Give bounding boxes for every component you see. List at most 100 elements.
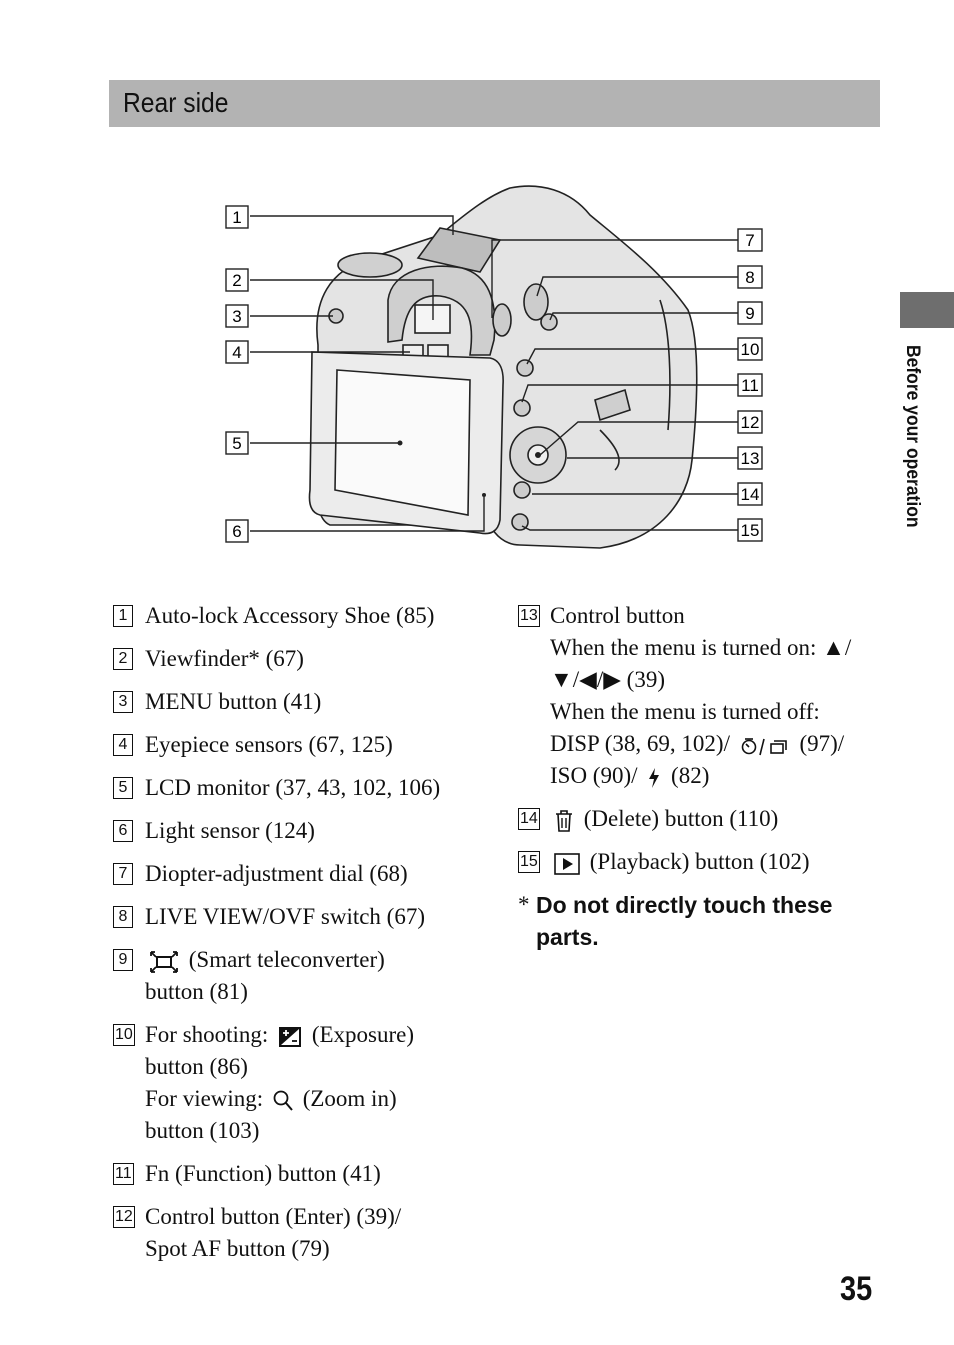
side-tab-label: Before your operation — [902, 345, 923, 528]
item-number: 1 — [113, 605, 133, 627]
list-item: 9 (Smart teleconverter) button (81) — [113, 944, 493, 1008]
footnote-asterisk: * — [518, 892, 530, 917]
flash-icon — [649, 767, 660, 788]
eyecup — [387, 265, 496, 356]
light-sensor-dot — [482, 493, 486, 497]
svg-text:14: 14 — [741, 485, 760, 504]
item-number: 8 — [113, 906, 133, 928]
svg-text:4: 4 — [232, 343, 241, 362]
section-title: Rear side — [123, 87, 229, 118]
diopter-dial — [492, 303, 512, 337]
item-text: Viewfinder* (67) — [145, 646, 304, 671]
callout-11: 11 — [737, 373, 763, 397]
list-item: 12 Control button (Enter) (39)/ Spot AF … — [113, 1201, 493, 1265]
item-text: LCD monitor (37, 43, 102, 106) — [145, 775, 441, 800]
item-number: 5 — [113, 777, 133, 799]
list-item: 6 Light sensor (124) — [113, 815, 493, 847]
item-number: 14 — [518, 808, 540, 830]
page-number: 35 — [840, 1270, 873, 1308]
section-header-bar: Rear side — [109, 80, 880, 127]
callout-14: 14 — [737, 482, 763, 506]
item-number: 15 — [518, 851, 540, 873]
svg-text:6: 6 — [232, 522, 241, 541]
list-item: 8 LIVE VIEW/OVF switch (67) — [113, 901, 493, 933]
svg-text:13: 13 — [741, 449, 760, 468]
item-text: Eyepiece sensors (67, 125) — [145, 732, 393, 757]
exposure-icon — [279, 1026, 302, 1047]
fn-button — [513, 399, 531, 417]
item-number: 11 — [113, 1163, 134, 1185]
list-item: 13 Control button When the menu is turne… — [518, 600, 888, 792]
item-text: (Zoom in) — [302, 1086, 397, 1111]
callout-12: 12 — [737, 410, 763, 434]
list-item: 10 For shooting: (Exposure) button (86) … — [113, 1019, 493, 1147]
footnote-text: Do not directly touch these parts. — [536, 892, 833, 950]
callout-2: 2 — [225, 268, 249, 292]
item-number: 3 — [113, 691, 133, 713]
svg-text:12: 12 — [741, 413, 760, 432]
parts-list-right: 13 Control button When the menu is turne… — [518, 600, 888, 953]
parts-list-left: 1 Auto-lock Accessory Shoe (85) 2 Viewfi… — [113, 600, 493, 1276]
item-number: 12 — [113, 1206, 135, 1228]
callout-5: 5 — [225, 431, 249, 455]
item-text: (Playback) button (102) — [589, 849, 810, 874]
playback-button — [511, 513, 529, 531]
playback-icon — [554, 852, 580, 875]
lcd-screen — [334, 369, 471, 516]
callout-1: 1 — [225, 205, 249, 229]
item-text: Fn (Function) button (41) — [145, 1161, 381, 1186]
item-text: (Exposure) — [311, 1022, 415, 1047]
list-item: 2 Viewfinder* (67) — [113, 643, 493, 675]
trash-icon — [556, 809, 572, 832]
item-text: Control button (Enter) (39)/ — [145, 1204, 402, 1229]
smart-teleconverter-icon — [150, 950, 178, 973]
item-text: LIVE VIEW/OVF switch (67) — [145, 904, 425, 929]
svg-text:5: 5 — [232, 434, 241, 453]
item-text: (Delete) button (110) — [583, 806, 779, 831]
callout-3: 3 — [225, 304, 249, 328]
smart-teleconverter-button — [540, 313, 558, 331]
item-text: (Smart teleconverter) — [188, 947, 385, 972]
item-number: 7 — [113, 863, 133, 885]
zoom-in-icon — [273, 1090, 293, 1111]
live-view-switch — [523, 283, 549, 321]
item-number: 9 — [113, 949, 133, 971]
side-tab-marker — [900, 292, 954, 328]
exposure-button — [516, 359, 534, 377]
list-item: 15 (Playback) button (102) — [518, 846, 888, 878]
item-text-line3: ▼/◀/▶ (39) — [550, 667, 665, 692]
item-text-line2: button (81) — [145, 979, 248, 1004]
callout-4: 4 — [225, 340, 249, 364]
item-text: ISO (90)/ — [550, 763, 638, 788]
svg-text:3: 3 — [232, 307, 241, 326]
footnote: * Do not directly touch these parts. — [518, 889, 888, 953]
drive-mode-icon — [741, 737, 787, 755]
item-text: (82) — [671, 763, 710, 788]
item-number: 10 — [113, 1024, 135, 1046]
list-item: 14 (Delete) button (110) — [518, 803, 888, 835]
item-number: 13 — [518, 605, 540, 627]
callout-6: 6 — [225, 519, 249, 543]
item-text: Auto-lock Accessory Shoe (85) — [145, 603, 435, 628]
svg-text:9: 9 — [745, 304, 754, 323]
item-number: 4 — [113, 734, 133, 756]
camera-rear-diagram: 1 2 3 4 5 6 7 8 9 10 11 12 13 14 15 — [225, 185, 763, 549]
item-text-line2: button (86) — [145, 1054, 248, 1079]
list-item: 7 Diopter-adjustment dial (68) — [113, 858, 493, 890]
item-text-line2: Spot AF button (79) — [145, 1236, 330, 1261]
svg-text:1: 1 — [232, 208, 241, 227]
svg-text:8: 8 — [745, 268, 754, 287]
delete-button — [513, 481, 531, 499]
svg-text:2: 2 — [232, 271, 241, 290]
svg-text:10: 10 — [741, 340, 760, 359]
item-text-line4: When the menu is turned off: — [550, 699, 820, 724]
list-item: 3 MENU button (41) — [113, 686, 493, 718]
item-text: For viewing: — [145, 1086, 264, 1111]
item-text: DISP (38, 69, 102)/ — [550, 731, 730, 756]
item-text: Control button — [550, 603, 685, 628]
svg-text:11: 11 — [741, 376, 759, 395]
list-item: 11 Fn (Function) button (41) — [113, 1158, 493, 1190]
callout-15: 15 — [737, 518, 763, 542]
item-text: MENU button (41) — [145, 689, 322, 714]
item-text: Light sensor (124) — [145, 818, 315, 843]
